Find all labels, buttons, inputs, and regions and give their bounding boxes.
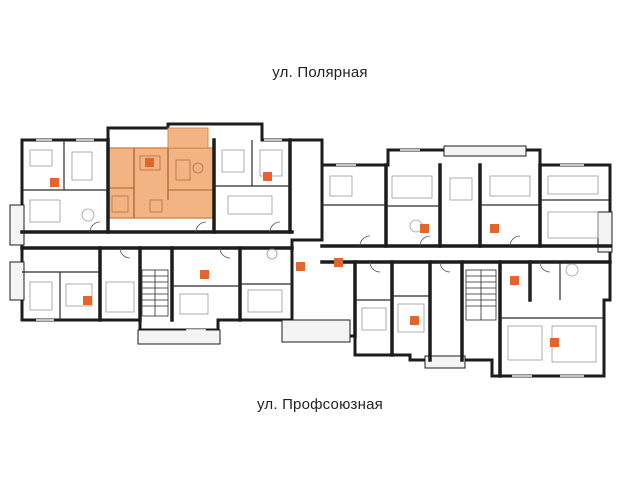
unit-marker	[420, 224, 429, 233]
windows	[36, 139, 584, 377]
unit-marker	[263, 172, 272, 181]
unit-marker	[490, 224, 499, 233]
unit-marker	[296, 262, 305, 271]
unit-marker	[334, 258, 343, 267]
unit-marker	[200, 270, 209, 279]
balconies	[9, 145, 613, 369]
furniture	[29, 149, 599, 363]
unit-marker	[83, 296, 92, 305]
unit-markers	[50, 158, 559, 347]
street-label-south: ул. Профсоюзная	[257, 396, 383, 413]
doors	[89, 221, 551, 273]
unit-marker	[145, 158, 154, 167]
unit-marker	[550, 338, 559, 347]
staircase	[141, 269, 497, 321]
unit-marker	[510, 276, 519, 285]
unit-marker	[50, 178, 59, 187]
unit-marker	[410, 316, 419, 325]
partitions	[22, 140, 610, 320]
street-label-north: ул. Полярная	[272, 64, 368, 81]
highlighted-apartment[interactable]	[107, 127, 215, 219]
